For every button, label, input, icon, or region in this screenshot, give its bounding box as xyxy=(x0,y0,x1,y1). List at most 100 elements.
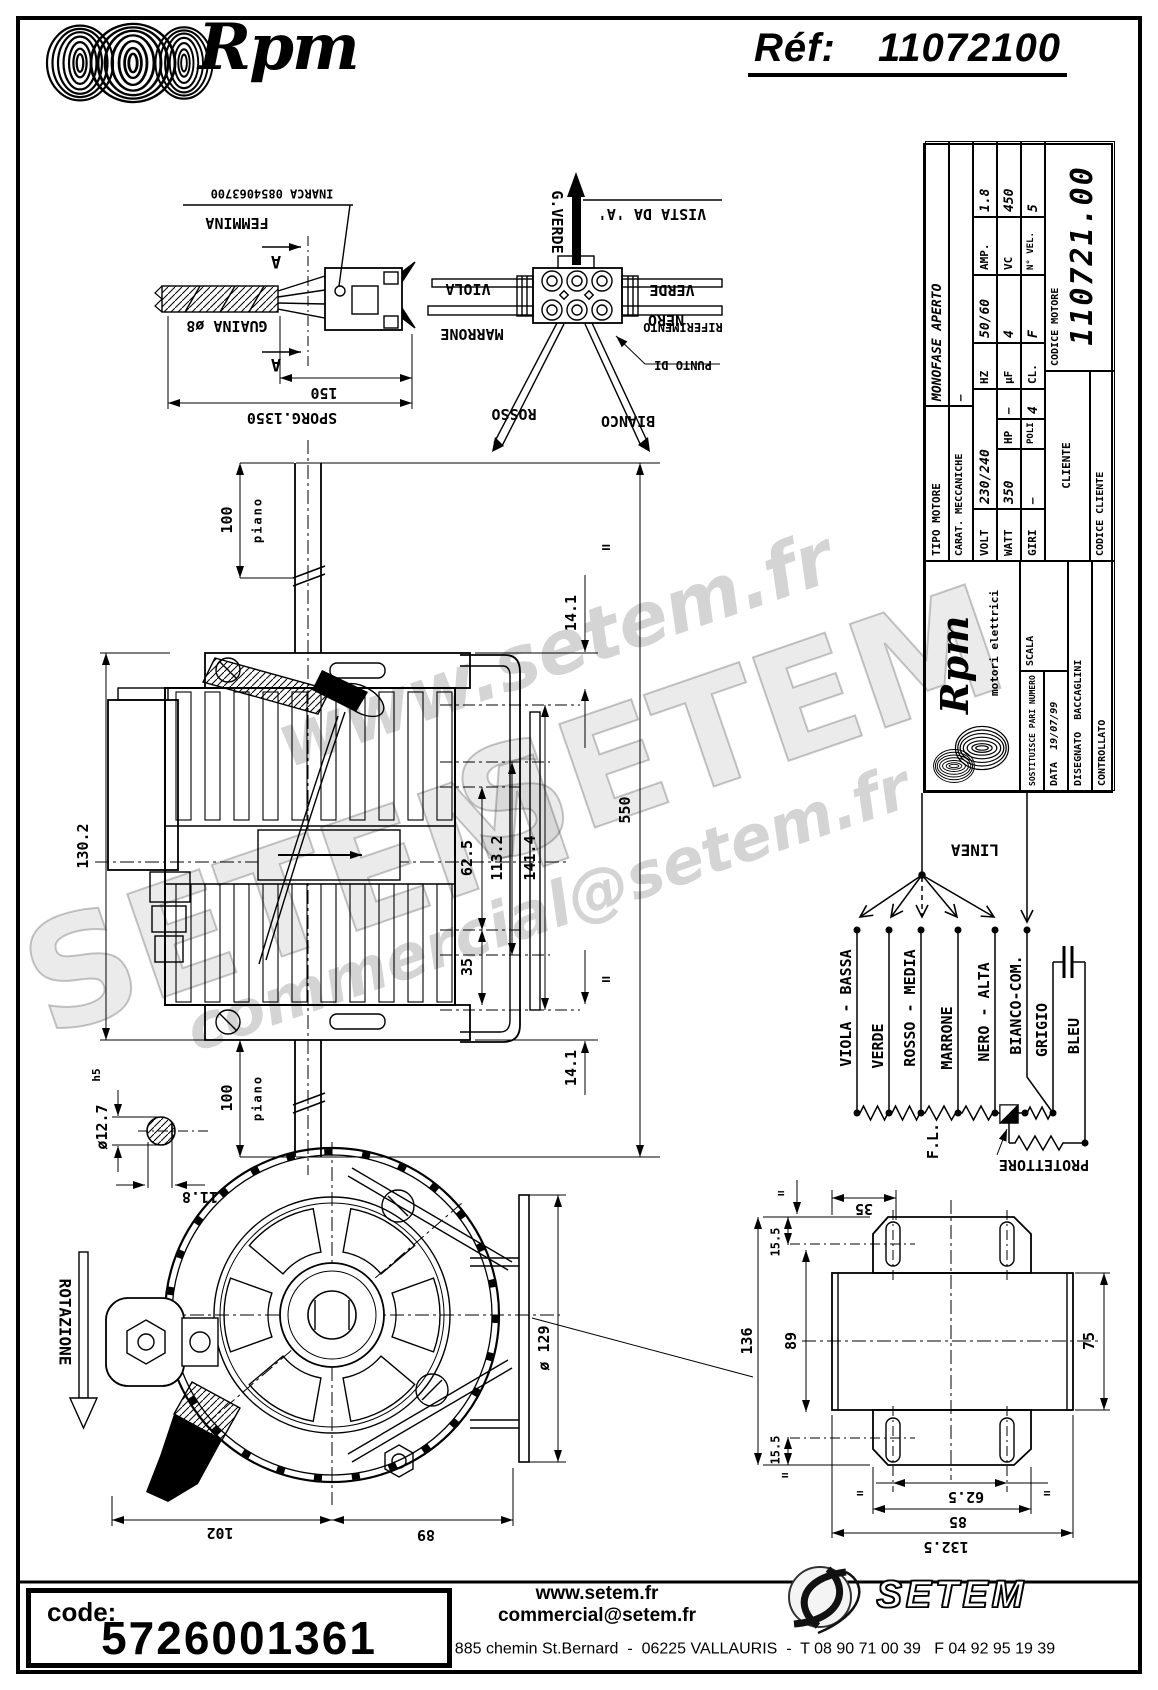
mini-coil-logo xyxy=(933,725,1010,783)
viola-label: VIOLA xyxy=(445,279,491,298)
uf-value: 4 xyxy=(997,275,1021,343)
bracket-eq-bottom-label: = xyxy=(781,1468,789,1483)
protettore-label: PROTETTORE xyxy=(998,1155,1090,1174)
disegnato-value: BACCAGLINI xyxy=(1073,659,1084,720)
bracket-eq-right-label: = xyxy=(1043,1486,1051,1501)
bracket-view-drawing xyxy=(754,1180,1110,1538)
bracket-dim-89-label: 89 xyxy=(782,1331,801,1351)
bianco-label: BIANCO xyxy=(600,411,656,430)
wire-rosso-media-label: ROSSO - MEDIA xyxy=(901,949,920,1067)
disegnato-cell: DISEGNATO BACCAGLINI xyxy=(1068,561,1092,791)
bracket-dim-85-label: 85 xyxy=(948,1512,968,1531)
poli-label: POLI xyxy=(1021,419,1045,449)
dim-14-1-top-label: 14.1 xyxy=(562,594,581,632)
eq-top-label: = xyxy=(601,538,611,557)
rosso-label: ROSSO xyxy=(491,404,537,423)
dim-150-label: 150 xyxy=(310,383,338,402)
inarca-label: INARCA 0854063700 xyxy=(210,186,334,201)
watt-value: 350 xyxy=(997,449,1021,509)
dim-62-5-label: 62.5 xyxy=(458,839,477,877)
controllato-cell: CONTROLLATO xyxy=(1092,561,1115,791)
bracket-dim-132-5-label: 132.5 xyxy=(923,1537,969,1556)
title-block-logo-cell: Rpm motori elettrici xyxy=(925,561,1020,791)
cl-label: CL. xyxy=(1021,343,1045,389)
wire-viola-bassa-label: VIOLA - BASSA xyxy=(837,949,856,1067)
wire-nero-alta-label: NERO - ALTA xyxy=(975,962,994,1062)
vista-title-label: VISTA DA 'A' xyxy=(597,204,707,223)
wire-bleu-label: BLEU xyxy=(1065,1017,1084,1055)
vc-value: 450 xyxy=(997,141,1021,217)
motor-side-view-drawing xyxy=(95,440,660,1175)
fl-label: F.L. xyxy=(924,1122,943,1160)
giri-label: GIRI xyxy=(1021,509,1045,561)
connector-face-drawing xyxy=(427,172,723,452)
verde-label: VERDE xyxy=(649,280,695,299)
nvel-value: 5 xyxy=(1021,141,1045,217)
data-value: 19/07/99 xyxy=(1049,701,1060,750)
disegnato-label: DISEGNATO xyxy=(1073,731,1084,786)
bracket-eq-top-label: = xyxy=(777,1186,785,1201)
footer-email: commercial@setem.fr xyxy=(497,1605,697,1627)
code-label: code: xyxy=(47,1597,117,1627)
connector-detail-drawing xyxy=(154,204,416,409)
code-box: code: 5726001361 xyxy=(26,1588,452,1668)
sheet-frame xyxy=(16,16,1142,1674)
motor-spec-table: Rpm motori elettrici SOSTITUISCE PARI NU… xyxy=(923,141,1115,793)
dia-129-label: ø 129 xyxy=(535,1325,554,1371)
femmina-label: FEMMINA xyxy=(205,213,269,232)
data-label: DATA xyxy=(1049,761,1060,786)
hp-label: HP xyxy=(997,419,1021,449)
eq-bottom-label: = xyxy=(601,970,611,989)
data-cell: DATA 19/07/99 xyxy=(1044,671,1068,791)
marrone-label: MARRONE xyxy=(440,324,504,343)
linea-label: LINEA xyxy=(950,840,1000,860)
wire-grigio-label: GRIGIO xyxy=(1033,1002,1052,1058)
bracket-dim-15-5-top-label: 15.5 xyxy=(768,1227,783,1257)
wiring-diagram-drawing xyxy=(853,793,1089,1156)
codice-motore-cell: CODICE MOTORE 110721.00 xyxy=(1045,141,1115,371)
dim-35-label: 35 xyxy=(458,957,477,977)
dim-113-2-label: 113.2 xyxy=(488,835,507,881)
hz-label: HZ xyxy=(973,343,997,389)
codice-motore-value: 110721.00 xyxy=(1065,165,1100,346)
rpm-coil-logo xyxy=(45,22,214,104)
hp-value: — xyxy=(997,389,1021,419)
punto-line: PUNTO DI xyxy=(654,357,712,372)
dim-100-bottom-label: 100 xyxy=(218,1084,237,1112)
ref-label: Réf: xyxy=(754,26,836,70)
tipo-motore-value: MONOFASE APERTO xyxy=(925,141,949,406)
footer-website: www.setem.fr xyxy=(535,1583,659,1605)
footer-address: 885 chemin St.Bernard - 06225 VALLAURIS … xyxy=(454,1640,1056,1658)
dim-89-front-label: 89 xyxy=(416,1525,436,1544)
wire-verde-label: VERDE xyxy=(869,1023,888,1069)
punto-riferimento-label: PUNTO DI RIFERIMENTO xyxy=(643,308,722,396)
volt-value: 230/240 xyxy=(973,389,997,509)
dim-14-1-bottom-label: 14.1 xyxy=(562,1049,581,1087)
poli-value: 4 xyxy=(1021,389,1045,419)
mini-rpm-subtitle: motori elettrici xyxy=(988,590,1001,696)
dim-102-label: 102 xyxy=(206,1523,234,1542)
riferimento-line: RIFERIMENTO xyxy=(643,320,723,335)
rpm-wordmark: Rpm xyxy=(198,10,360,85)
rotazione-label: ROTAZIONE xyxy=(55,1278,75,1366)
carat-value: — xyxy=(949,141,973,406)
tipo-motore-label: TIPO MOTORE xyxy=(925,406,949,561)
scala-cell: SCALA xyxy=(1020,561,1068,671)
wire-marrone-label: MARRONE xyxy=(938,1006,957,1070)
nvel-label: N° VEL. xyxy=(1021,217,1045,275)
codice-motore-label: CODICE MOTORE xyxy=(1050,287,1061,366)
dim-100-top-label: 100 xyxy=(218,506,237,534)
shaft-dia-label: ø12.7 xyxy=(93,1104,112,1150)
dim-550-label: 550 xyxy=(616,796,635,824)
cl-value: F xyxy=(1021,275,1045,343)
sostituisce-cell: SOSTITUISCE PARI NUMERO xyxy=(1020,671,1044,791)
footer-setem-wordmark: SETEM xyxy=(876,1574,1028,1617)
bracket-dim-75-label: 75 xyxy=(1080,1331,1099,1351)
section-a-top-label: A xyxy=(270,250,282,271)
amp-value: 1.8 xyxy=(973,141,997,217)
dim-141-4-label: 141.4 xyxy=(521,835,540,881)
g-verde-label: G.VERDE xyxy=(547,190,566,254)
section-a-bottom-label: A xyxy=(270,353,282,374)
codice-cliente-cell: CODICE CLIENTE xyxy=(1090,371,1115,561)
